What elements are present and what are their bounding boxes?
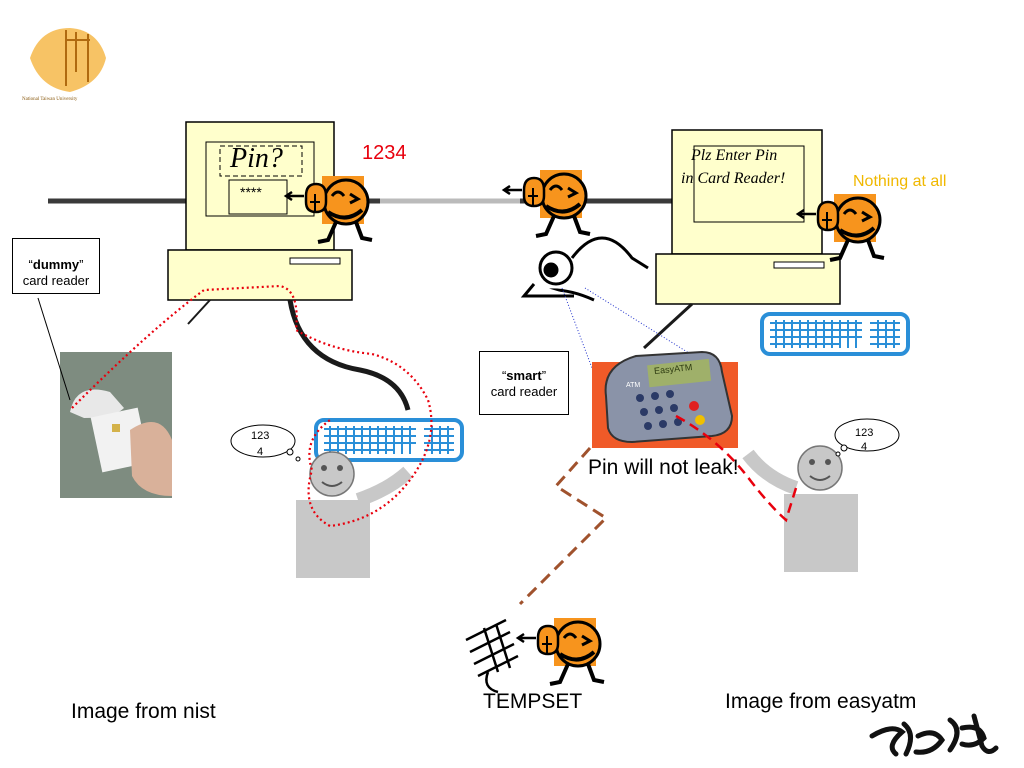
person-right-icon (783, 445, 859, 573)
dummy-card-reader-photo (60, 352, 172, 498)
thought-bubble-left (230, 424, 301, 462)
secure-pin-path (675, 414, 798, 523)
dummy-word: dummy (32, 257, 80, 272)
masked-pin: **** (240, 184, 262, 200)
thought-right-line1: 123 (855, 427, 874, 439)
antenna-icon (465, 618, 519, 694)
thought-left-line2: 4 (257, 446, 264, 458)
ntu-calligraphy-icon (869, 713, 999, 757)
university-logo-icon (30, 28, 106, 92)
webcam-icon (520, 236, 649, 302)
thought-bubble-right (834, 418, 900, 457)
smart-card-reader-device (592, 350, 738, 448)
right-computer (642, 129, 841, 350)
person-left-icon (295, 451, 371, 579)
tempest-signal-path (518, 446, 609, 606)
card-reader-message-line1: Plz Enter Pin (691, 147, 778, 164)
dummy-card-reader-label: “dummy” card reader (12, 238, 100, 294)
thought-right-line2: 4 (861, 441, 868, 453)
typed-pin-label: 1234 (362, 142, 407, 164)
tempest-label: TEMPSET (483, 690, 583, 713)
credit-left: Image from nist (71, 700, 216, 723)
card-reader-message-line2: in Card Reader! (681, 170, 786, 187)
pin-will-not-leak-label: Pin will not leak! (588, 456, 739, 479)
pin-prompt: Pin? (230, 143, 283, 174)
smart-rest: card reader (490, 384, 558, 399)
dummy-rest: card reader (22, 273, 90, 288)
logo-caption: National Taiwan University (22, 97, 78, 102)
spy-tempest-icon (516, 616, 606, 686)
nothing-at-all-label: Nothing at all (853, 173, 947, 190)
smart-card-reader-label: “smart” card reader (479, 351, 569, 415)
thought-left-line1: 123 (251, 430, 270, 442)
smart-word: smart (506, 368, 542, 383)
keyboard-right-icon (760, 312, 910, 356)
credit-right: Image from easyatm (725, 690, 917, 713)
pin-leak-path (71, 284, 433, 528)
left-computer (167, 121, 411, 411)
device-brand-text: ATM (626, 382, 641, 389)
